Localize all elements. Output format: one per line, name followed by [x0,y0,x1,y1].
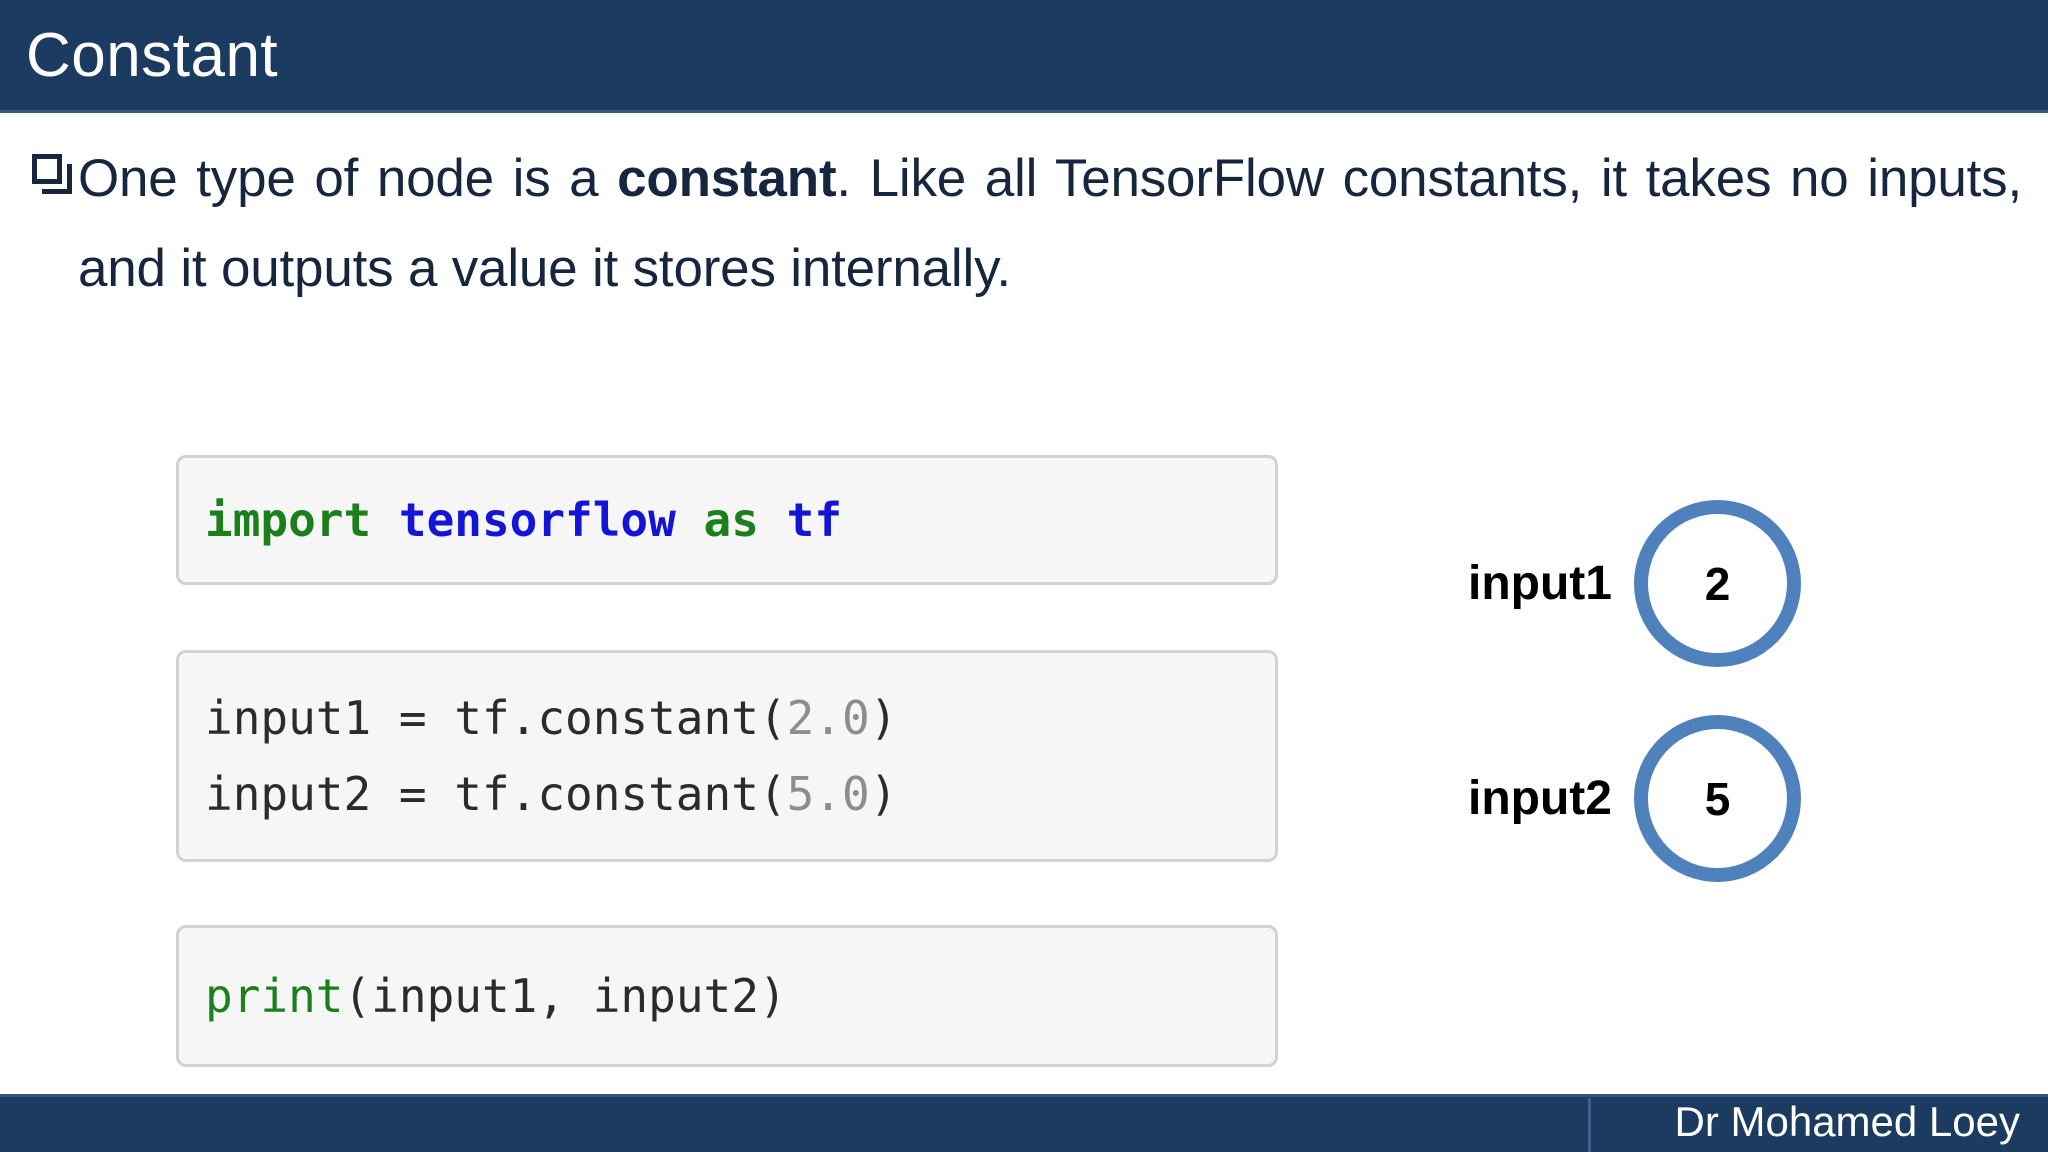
body-content: One type of node is a constant. Like all… [32,134,2022,314]
code-token-space [759,493,787,547]
code-token-keyword: as [703,493,759,547]
code-token-function: print [205,969,344,1023]
code-line: input1 = tf.constant(2.0) [205,680,1249,756]
graph-node-label: input2 [1468,772,1612,825]
code-token-alias: tf [786,493,843,547]
code-block-print: print(input1, input2) [176,925,1278,1067]
graph-node-input1: input1 2 [1468,500,1801,667]
code-token-number: 5.0 [786,767,870,821]
code-line: print(input1, input2) [205,958,1249,1034]
code-block-constants: input1 = tf.constant(2.0) input2 = tf.co… [176,650,1278,862]
slide-title-bar: Constant [0,0,2048,113]
paragraph-segment-3: . Like all TensorFlow constants, it take… [78,149,2022,298]
body-paragraph: One type of node is a constant. Like all… [78,134,2022,314]
hollow-square-bullet-icon [32,154,72,194]
code-token-module: tensorflow [398,493,676,547]
graph-node-circle: 2 [1633,500,1801,667]
code-token-space [676,493,704,547]
page-title: Constant [26,20,279,90]
code-token-plain: (input1, input2) [343,969,787,1023]
bullet-row: One type of node is a constant. Like all… [32,134,2022,314]
graph-node-input2: input2 5 [1468,715,1801,882]
code-token-plain: input1 = tf.constant( [205,691,787,745]
code-token-plain: ) [869,767,898,821]
code-block-import: import tensorflow as tf [176,455,1278,585]
graph-node-circle: 5 [1633,715,1801,882]
paragraph-segment-1: One type of node is a [78,149,618,208]
slide-footer-bar: Dr Mohamed Loey [0,1094,2048,1152]
code-token-space [371,493,399,547]
code-line: input2 = tf.constant(5.0) [205,756,1249,832]
graph-node-label: input1 [1468,557,1612,610]
paragraph-segment-2-bold: constant [617,149,837,208]
code-token-keyword: import [205,493,372,547]
code-token-plain: ) [869,691,898,745]
code-token-plain: input2 = tf.constant( [205,767,787,821]
code-line: import tensorflow as tf [205,482,1249,558]
footer-divider [1588,1098,1591,1152]
footer-author: Dr Mohamed Loey [1674,1098,2021,1146]
code-token-number: 2.0 [786,691,870,745]
